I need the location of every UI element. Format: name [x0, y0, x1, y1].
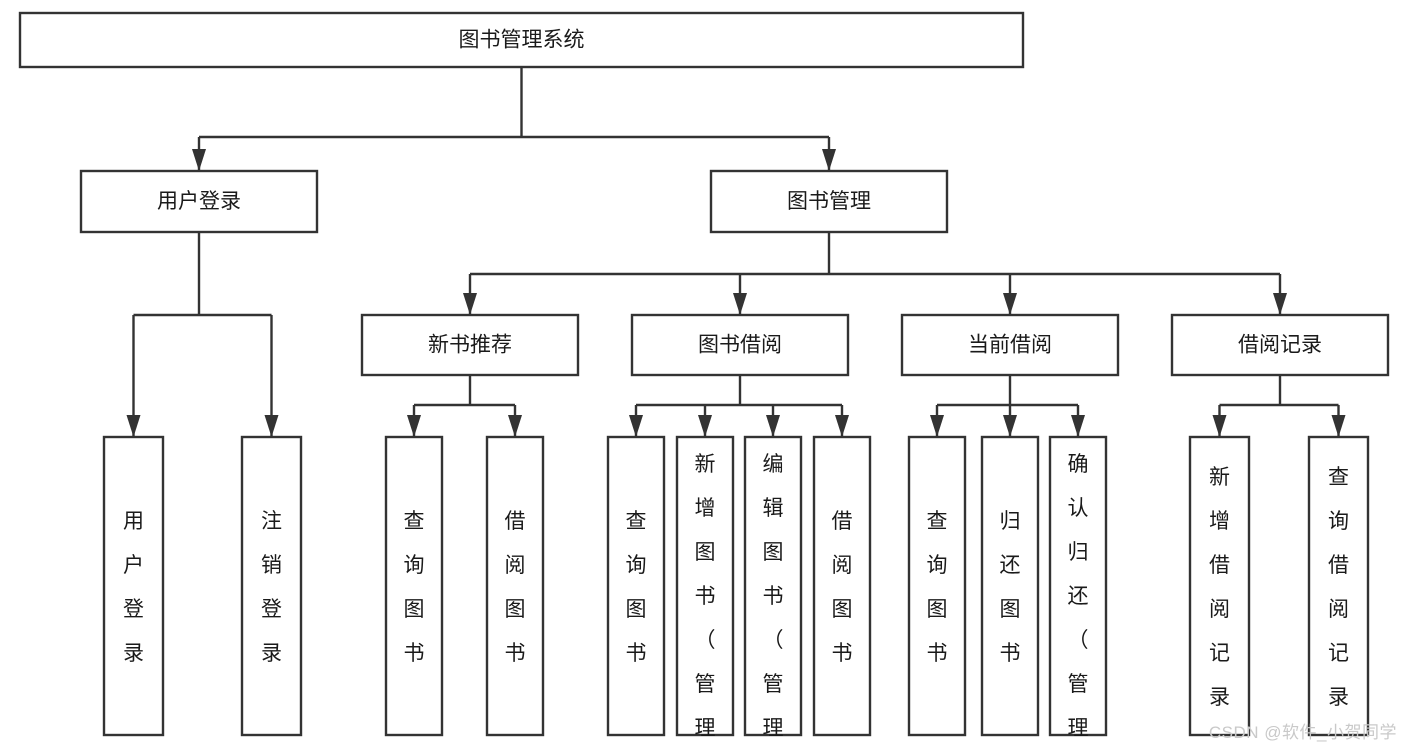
node-label: 借阅记录: [1238, 334, 1322, 357]
watermark-text: CSDN @软件_小贺同学: [1208, 723, 1397, 742]
node-box[interactable]: [606, 435, 666, 737]
node-box[interactable]: [360, 313, 580, 377]
nodes-layer: 图书管理系统用户登录图书管理新书推荐图书借阅当前借阅借阅记录用户登录注销登录查询…: [18, 11, 1390, 747]
level2-node-2[interactable]: 图书管理: [709, 169, 949, 234]
leaf-node-8[interactable]: 借阅图书: [812, 435, 872, 737]
node-box[interactable]: [743, 435, 803, 737]
level3-node-2[interactable]: 图书借阅: [630, 313, 850, 377]
node-label: 借阅图书: [832, 510, 853, 665]
node-label: 注销登录: [261, 510, 282, 665]
node-label: 当前借阅: [968, 334, 1052, 357]
node-box[interactable]: [812, 435, 872, 737]
leaf-node-10[interactable]: 归还图书: [980, 435, 1040, 737]
level3-node-4[interactable]: 借阅记录: [1170, 313, 1390, 377]
node-box[interactable]: [384, 435, 444, 737]
leaf-node-12[interactable]: 新增借阅记录: [1188, 435, 1251, 737]
leaf-node-3[interactable]: 查询图书: [384, 435, 444, 737]
node-box[interactable]: [900, 313, 1120, 377]
leaf-node-2[interactable]: 注销登录: [240, 435, 303, 737]
node-box[interactable]: [907, 435, 967, 737]
leaf-node-13[interactable]: 查询借阅记录: [1307, 435, 1370, 737]
node-label: 归还图书: [1000, 510, 1021, 665]
node-box[interactable]: [675, 435, 735, 737]
node-label: 用户登录: [157, 190, 241, 213]
leaf-node-5[interactable]: 查询图书: [606, 435, 666, 737]
leaf-node-11[interactable]: 确认归还（管理员）: [1048, 435, 1108, 747]
node-label: 查询图书: [404, 510, 425, 665]
leaf-node-9[interactable]: 查询图书: [907, 435, 967, 737]
node-label: 确认归还（管理员）: [1068, 453, 1089, 747]
node-label: 新书推荐: [428, 334, 512, 357]
node-label: 图书管理系统: [459, 29, 585, 52]
node-label: 借阅图书: [505, 510, 526, 665]
node-box[interactable]: [79, 169, 319, 234]
node-label: 编辑图书（管理员）: [763, 453, 784, 747]
level3-node-3[interactable]: 当前借阅: [900, 313, 1120, 377]
node-box[interactable]: [630, 313, 850, 377]
leaf-node-6[interactable]: 新增图书（管理员）: [675, 435, 735, 747]
node-box[interactable]: [1170, 313, 1390, 377]
node-label: 新增借阅记录: [1209, 466, 1230, 709]
node-label: 查询图书: [927, 510, 948, 665]
root-node-1[interactable]: 图书管理系统: [18, 11, 1025, 69]
leaf-node-7[interactable]: 编辑图书（管理员）: [743, 435, 803, 747]
node-box[interactable]: [1188, 435, 1251, 737]
node-label: 图书管理: [787, 190, 871, 213]
leaf-node-1[interactable]: 用户登录: [102, 435, 165, 737]
node-label: 图书借阅: [698, 334, 782, 357]
node-label: 查询图书: [626, 510, 647, 665]
level2-node-1[interactable]: 用户登录: [79, 169, 319, 234]
node-box[interactable]: [102, 435, 165, 737]
node-box[interactable]: [485, 435, 545, 737]
node-box[interactable]: [240, 435, 303, 737]
leaf-node-4[interactable]: 借阅图书: [485, 435, 545, 737]
node-label: 查询借阅记录: [1328, 466, 1349, 709]
node-box[interactable]: [980, 435, 1040, 737]
node-box[interactable]: [18, 11, 1025, 69]
node-box[interactable]: [1048, 435, 1108, 737]
node-label: 用户登录: [123, 510, 144, 665]
node-box[interactable]: [709, 169, 949, 234]
connectors-layer: [126, 67, 1346, 437]
node-label: 新增图书（管理员）: [695, 453, 716, 747]
node-box[interactable]: [1307, 435, 1370, 737]
level3-node-1[interactable]: 新书推荐: [360, 313, 580, 377]
